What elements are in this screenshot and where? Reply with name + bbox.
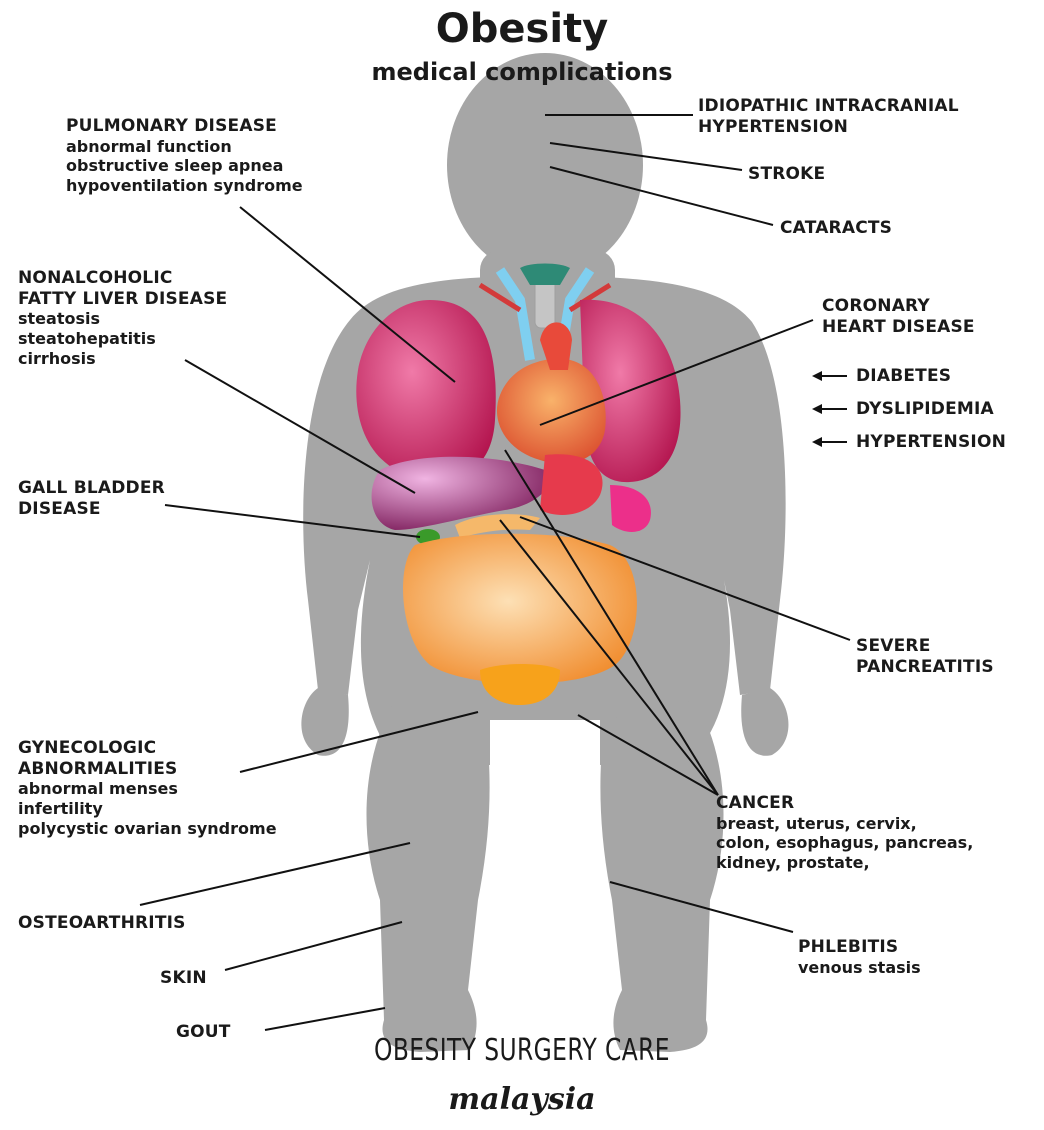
label-heading: GALL BLADDER (18, 478, 165, 499)
label-heading: PHLEBITIS (798, 937, 921, 958)
label-heading: GYNECOLOGIC (18, 738, 277, 759)
label-heading: CORONARY (822, 296, 975, 317)
label-hypertension: HYPERTENSION (856, 432, 1006, 453)
label-item: polycystic ovarian syndrome (18, 819, 277, 839)
label-heading: HYPERTENSION (698, 117, 959, 138)
label-item: abnormal function (66, 137, 303, 157)
label-item: colon, esophagus, pancreas, (716, 833, 973, 853)
label-item: steatosis (18, 309, 227, 329)
label-pulmonary-disease: PULMONARY DISEASE abnormal function obst… (66, 116, 303, 195)
label-nafld: NONALCOHOLIC FATTY LIVER DISEASE steatos… (18, 268, 227, 368)
label-idiopathic-intracranial-hypertension: IDIOPATHIC INTRACRANIAL HYPERTENSION (698, 96, 959, 137)
label-skin: SKIN (160, 968, 207, 989)
label-item: breast, uterus, cervix, (716, 814, 973, 834)
label-cataracts: CATARACTS (780, 218, 892, 239)
label-item: obstructive sleep apnea (66, 156, 303, 176)
label-phlebitis: PHLEBITIS venous stasis (798, 937, 921, 977)
label-item: cirrhosis (18, 349, 227, 369)
label-gall-bladder-disease: GALL BLADDER DISEASE (18, 478, 165, 519)
arrow-heads (812, 371, 822, 447)
label-cancer: CANCER breast, uterus, cervix, colon, es… (716, 793, 973, 872)
label-heading: SEVERE (856, 636, 994, 657)
label-stroke: STROKE (748, 164, 825, 185)
label-item: abnormal menses (18, 779, 277, 799)
label-heading: CANCER (716, 793, 973, 814)
diagram-subtitle: medical complications (0, 58, 1044, 86)
label-gynecologic-abnormalities: GYNECOLOGIC ABNORMALITIES abnormal mense… (18, 738, 277, 838)
label-severe-pancreatitis: SEVERE PANCREATITIS (856, 636, 994, 677)
label-heading: DISEASE (18, 499, 165, 520)
label-dyslipidemia: DYSLIPIDEMIA (856, 399, 994, 420)
label-osteoarthritis: OSTEOARTHRITIS (18, 913, 186, 934)
label-heading: IDIOPATHIC INTRACRANIAL (698, 96, 959, 117)
label-heading: FATTY LIVER DISEASE (18, 289, 227, 310)
label-heading: PANCREATITIS (856, 657, 994, 678)
label-heading: PULMONARY DISEASE (66, 116, 303, 137)
intestines (403, 534, 637, 684)
left-lung (356, 300, 495, 480)
label-heading: HEART DISEASE (822, 317, 975, 338)
label-item: infertility (18, 799, 277, 819)
brand-name: OBESITY SURGERY CARE (115, 1033, 929, 1068)
label-heading: ABNORMALITIES (18, 759, 277, 780)
diagram-title: Obesity (0, 6, 1044, 52)
label-item: hypoventilation syndrome (66, 176, 303, 196)
label-heading: NONALCOHOLIC (18, 268, 227, 289)
brand-tagline: malaysia (0, 1082, 1044, 1117)
label-diabetes: DIABETES (856, 366, 951, 387)
label-item: kidney, prostate, (716, 853, 973, 873)
label-item: venous stasis (798, 958, 921, 978)
label-item: steatohepatitis (18, 329, 227, 349)
label-coronary-heart-disease: CORONARY HEART DISEASE (822, 296, 975, 337)
